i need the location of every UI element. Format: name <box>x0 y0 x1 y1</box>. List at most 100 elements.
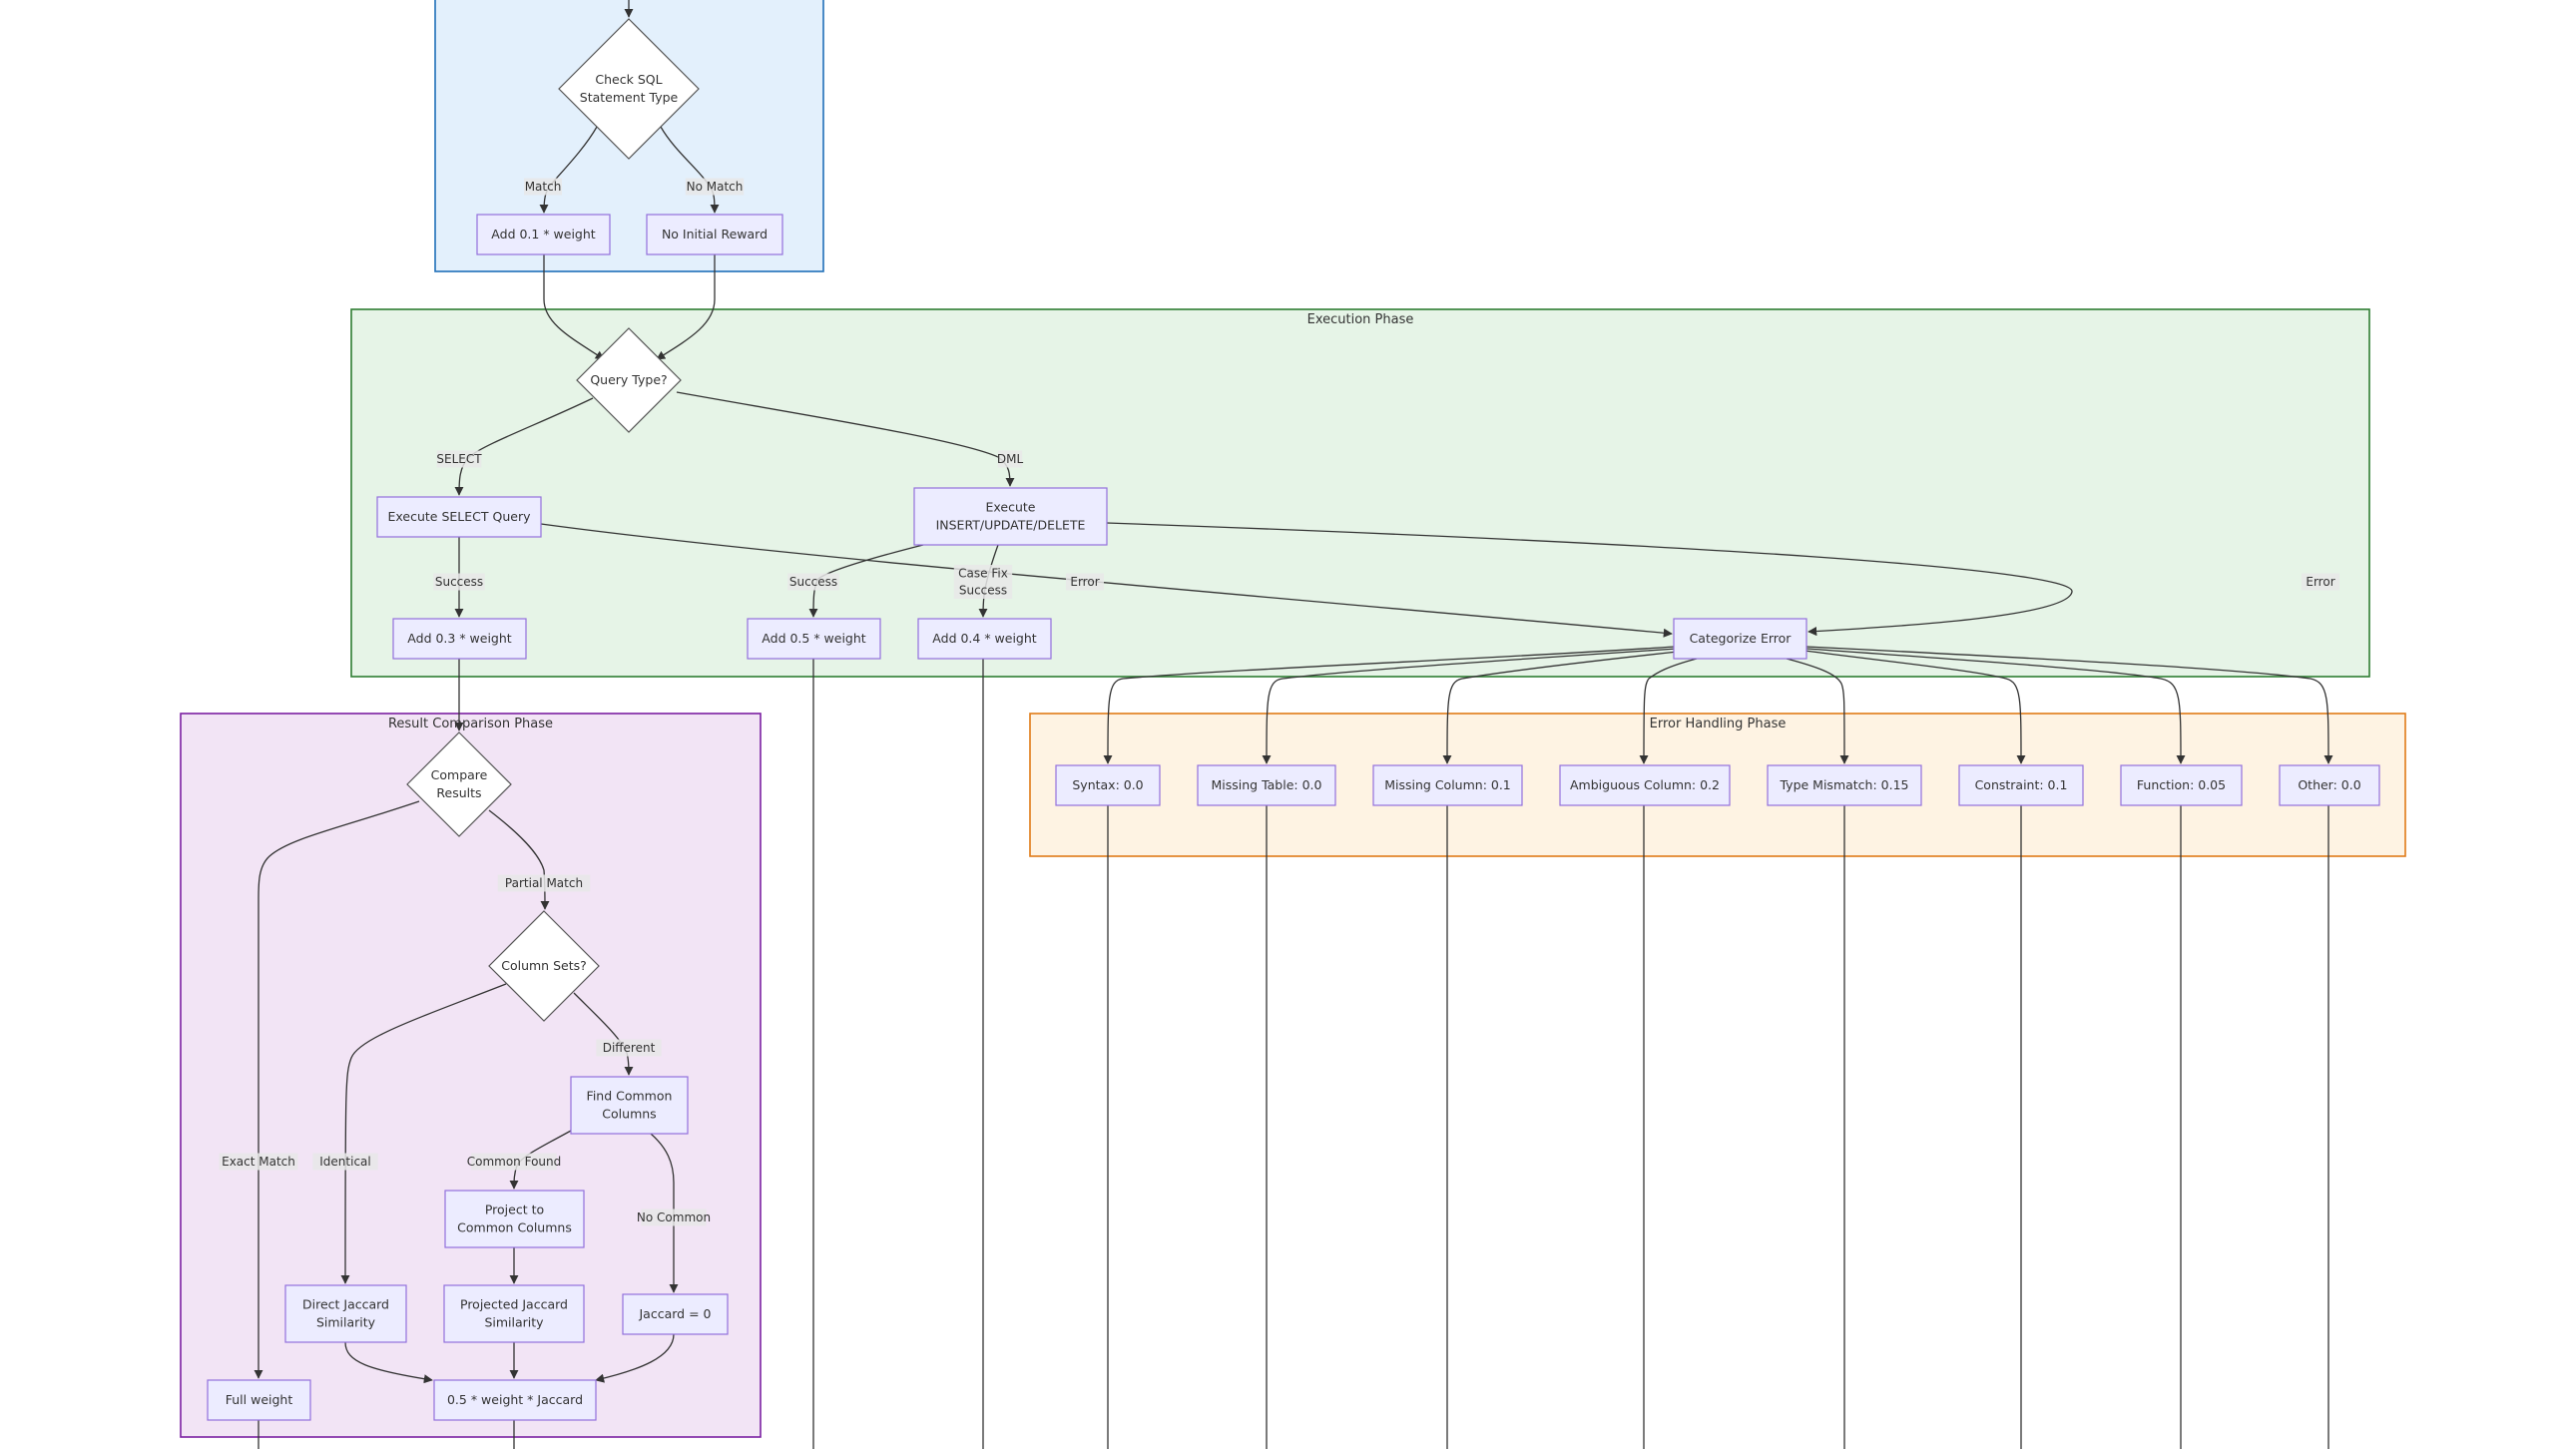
node-label: Find Common <box>587 1089 673 1104</box>
node-label: 0.5 * weight * Jaccard <box>447 1392 583 1407</box>
edge-zero-half <box>595 1333 675 1383</box>
edge-add01-querytype <box>543 254 605 360</box>
node-label: Project to <box>485 1203 544 1217</box>
cluster-title: Execution Phase <box>1307 312 1414 327</box>
node-label: Projected Jaccard <box>460 1297 568 1312</box>
process-shape <box>1673 618 1807 660</box>
edge-label-match: Match <box>524 178 562 196</box>
process-shape <box>1197 764 1336 806</box>
decision-shape <box>558 18 700 160</box>
edge-select-error <box>540 523 1673 638</box>
cluster-execution: Execution Phase <box>350 308 2370 678</box>
node-label: Add 0.1 * weight <box>491 227 595 242</box>
edge-cat-function <box>1805 648 2186 764</box>
edge-label-text: Exact Match <box>222 1155 295 1169</box>
edge-compare-partial <box>488 809 550 910</box>
process-shape <box>1559 764 1731 806</box>
decision-shape <box>576 327 682 433</box>
edge-label-text: Identical <box>319 1155 370 1169</box>
edge-label-select: SELECT <box>436 450 482 468</box>
edge-label-text: No Match <box>687 180 744 194</box>
process-shape <box>1958 764 2084 806</box>
process-shape <box>207 1379 311 1421</box>
node-label: Jaccard = 0 <box>639 1306 712 1321</box>
edge-label-no-common: No Common <box>637 1208 711 1226</box>
node-no-initial: No Initial Reward <box>646 214 783 255</box>
edge-direct-half <box>344 1341 433 1384</box>
edge-label-text: SELECT <box>436 452 482 466</box>
edge-label-text: Error <box>2306 575 2334 589</box>
edge-label-partial-match: Partial Match <box>497 874 591 892</box>
edge-label-exact-match: Exact Match <box>219 1153 298 1171</box>
cluster-title: Result Comparison Phase <box>388 717 553 731</box>
process-shape <box>284 1284 407 1343</box>
edge-querytype-dml <box>676 391 1015 487</box>
node-exec-select: Execute SELECT Query <box>376 496 542 538</box>
edge-label-text: Error <box>1070 575 1099 589</box>
node-query-type: Query Type? <box>576 327 682 433</box>
decision-shape <box>488 910 600 1022</box>
edge-label-text: DML <box>997 452 1024 466</box>
node-half-jaccard: 0.5 * weight * Jaccard <box>433 1379 597 1421</box>
node-label: Add 0.4 * weight <box>932 631 1036 646</box>
process-shape <box>444 1190 585 1248</box>
edge-label-text: Different <box>603 1041 656 1055</box>
node-label: Column Sets? <box>501 958 587 973</box>
edge-label-no-match: No Match <box>685 178 745 196</box>
node-label: Statement Type <box>580 90 679 105</box>
edge-label-text: Case Fix <box>958 567 1008 581</box>
node-label: Categorize Error <box>1690 631 1793 646</box>
node-err-type: Type Mismatch: 0.15 <box>1767 764 1922 806</box>
process-shape <box>917 618 1052 660</box>
node-label: Type Mismatch: 0.15 <box>1779 777 1908 792</box>
edge-label-error-dml: Error <box>2302 573 2339 591</box>
node-err-function: Function: 0.05 <box>2120 764 2243 806</box>
edge-cat-missingcolumn <box>1442 650 1688 764</box>
node-label: Similarity <box>316 1315 376 1330</box>
node-label: Similarity <box>484 1315 544 1330</box>
edge-label-text: Success <box>789 575 837 589</box>
edge-cat-syntax <box>1103 646 1676 764</box>
node-label: Add 0.5 * weight <box>762 631 865 646</box>
edge-label-success-select: Success <box>433 573 485 591</box>
node-label: Missing Table: 0.0 <box>1212 777 1322 792</box>
node-label: Syntax: 0.0 <box>1072 777 1143 792</box>
edge-noinitial-querytype <box>656 254 716 360</box>
edge-label-error-select: Error <box>1066 573 1104 591</box>
edge-label-identical: Identical <box>312 1153 378 1171</box>
node-err-constraint: Constraint: 0.1 <box>1958 764 2084 806</box>
node-label: Query Type? <box>590 372 667 387</box>
node-project: Project to Common Columns <box>444 1190 585 1248</box>
process-shape <box>747 618 881 660</box>
node-add-04: Add 0.4 * weight <box>917 618 1052 660</box>
edge-label-text: Partial Match <box>505 876 583 890</box>
node-label: Function: 0.05 <box>2137 777 2226 792</box>
decision-shape <box>406 731 512 837</box>
node-label: Add 0.3 * weight <box>407 631 511 646</box>
edge-label-text: Common Found <box>467 1155 562 1169</box>
edge-cat-other <box>1805 646 2333 764</box>
process-shape <box>1055 764 1161 806</box>
node-label: Columns <box>602 1107 656 1122</box>
node-err-other: Other: 0.0 <box>2279 764 2380 806</box>
edge-dml-error <box>1106 522 2073 637</box>
edge-cat-type <box>1786 658 1849 764</box>
node-label: Full weight <box>226 1392 293 1407</box>
process-shape <box>476 214 611 255</box>
edge-compare-exact <box>254 800 420 1379</box>
node-err-missing-column: Missing Column: 0.1 <box>1372 764 1523 806</box>
edge-label-success-dml: Success <box>787 573 839 591</box>
node-full-weight: Full weight <box>207 1379 311 1421</box>
node-label: No Initial Reward <box>662 227 768 242</box>
node-label: Common Columns <box>457 1220 572 1235</box>
node-label: Other: 0.0 <box>2298 777 2360 792</box>
edge-cat-missingtable <box>1262 648 1678 764</box>
edge-label-text: Success <box>435 575 483 589</box>
edge-label-common-found: Common Found <box>467 1153 562 1171</box>
process-shape <box>622 1293 729 1335</box>
